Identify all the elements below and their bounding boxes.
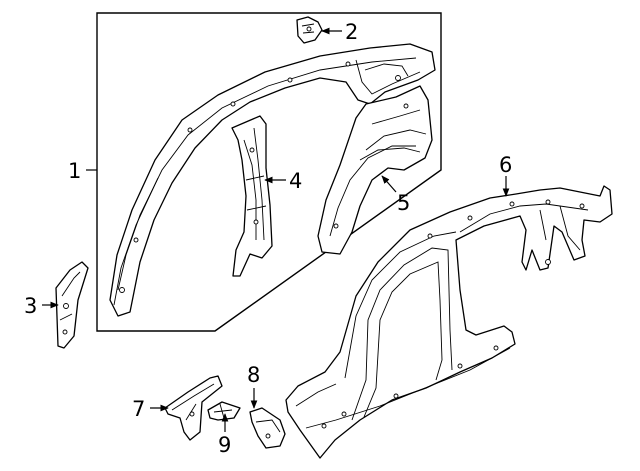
callout-5: 5	[397, 191, 410, 215]
part-7-bracket	[164, 375, 223, 441]
part-2-bracket	[296, 16, 323, 44]
callout-2: 2	[345, 20, 358, 44]
callout-8: 8	[247, 363, 260, 387]
callout-4: 4	[289, 169, 302, 193]
part-9-clip	[207, 401, 241, 421]
part-4-pillar-reinforcement	[231, 115, 273, 277]
part-6-body-side-frame	[285, 185, 613, 459]
callout-7: 7	[132, 397, 145, 421]
part-5-wheelhouse-panel	[317, 85, 433, 255]
part-3-lower-pillar	[55, 261, 89, 349]
leader-5	[381, 175, 397, 193]
part-1-inner-pillar	[109, 43, 436, 317]
callout-3: 3	[24, 294, 37, 318]
callout-9: 9	[218, 433, 231, 457]
callout-1: 1	[68, 159, 81, 183]
part-8-lower-bracket	[249, 407, 286, 449]
callout-6: 6	[499, 153, 512, 177]
